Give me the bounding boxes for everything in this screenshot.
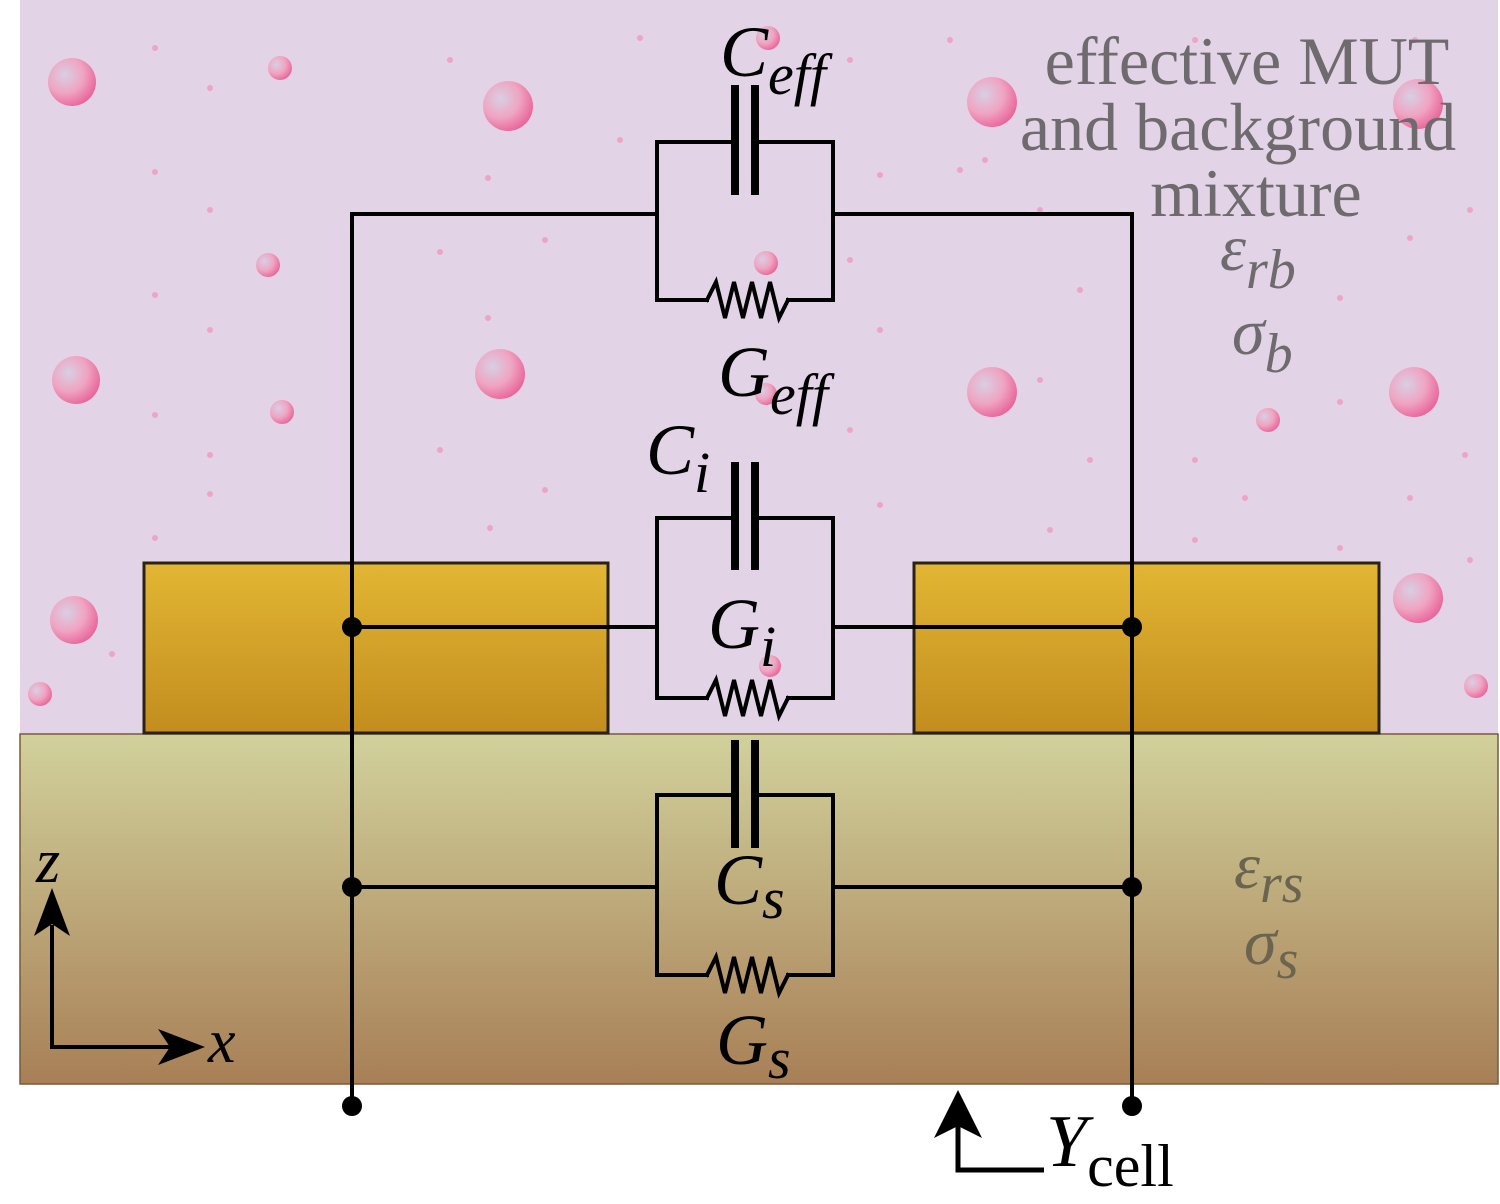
substrate-permittivity: εrs <box>1234 830 1304 915</box>
left-electrode <box>142 561 610 735</box>
particle <box>268 56 292 80</box>
particle <box>52 356 100 404</box>
substrate-conductivity: σs <box>1244 906 1298 991</box>
ycell-arrow <box>934 1090 1044 1173</box>
particle <box>1464 674 1488 698</box>
particle <box>28 682 52 706</box>
axes: z x <box>34 828 236 1076</box>
particle <box>967 77 1017 127</box>
particle <box>756 26 780 50</box>
label-g-i: Gi <box>708 584 776 679</box>
mixture-label: effective MUT and background mixture εrb… <box>1020 23 1456 385</box>
capacitor-plates <box>731 85 759 848</box>
particle <box>48 58 96 106</box>
x-arrow-icon <box>158 1029 205 1065</box>
capacitor-c-i <box>731 462 739 570</box>
terminal-left <box>342 1096 362 1116</box>
label-g-s: Gs <box>716 1000 791 1091</box>
capacitor-c-s <box>731 740 739 848</box>
label-g-eff: Geff <box>718 332 835 427</box>
junctions <box>342 617 1142 1116</box>
z-arrow-icon <box>34 888 70 936</box>
capacitor-c-eff <box>731 85 739 195</box>
particle <box>1389 367 1439 417</box>
right-electrode <box>912 561 1381 735</box>
particle <box>256 253 280 277</box>
particle <box>1393 573 1443 623</box>
circuit-wires <box>350 140 1134 1108</box>
junction-dot <box>342 877 362 897</box>
mixture-permittivity: εrb <box>1220 212 1296 301</box>
terminal-right <box>1122 1096 1142 1116</box>
particle <box>754 251 778 275</box>
x-axis-label: x <box>207 1008 236 1076</box>
particle <box>755 383 777 405</box>
mixture-line-2: and background <box>1020 89 1456 165</box>
substrate-label: εrs σs <box>1234 830 1304 991</box>
particle <box>1393 79 1443 129</box>
particle <box>270 400 294 424</box>
z-axis-label: z <box>35 828 60 896</box>
component-labels: Ceff Geff Ci Gi Cs Gs <box>646 12 835 1091</box>
particle <box>967 367 1017 417</box>
tiny-particles <box>109 35 1473 657</box>
junction-dot <box>342 617 362 637</box>
mixture-line-3: mixture <box>1150 155 1362 231</box>
particle <box>50 596 98 644</box>
mixture-conductivity: σb <box>1232 296 1293 385</box>
particles <box>28 26 1488 706</box>
particle <box>475 349 525 399</box>
label-c-eff: Ceff <box>720 12 833 107</box>
label-c-s: Cs <box>714 840 785 931</box>
label-c-i: Ci <box>646 410 710 505</box>
mixture-line-1: effective MUT <box>1045 23 1450 99</box>
particle <box>483 81 533 131</box>
junction-dot <box>1122 617 1142 637</box>
ycell-label: Ycell <box>1046 1101 1174 1199</box>
particle <box>759 655 781 677</box>
junction-dot <box>1122 877 1142 897</box>
particle <box>1256 408 1280 432</box>
